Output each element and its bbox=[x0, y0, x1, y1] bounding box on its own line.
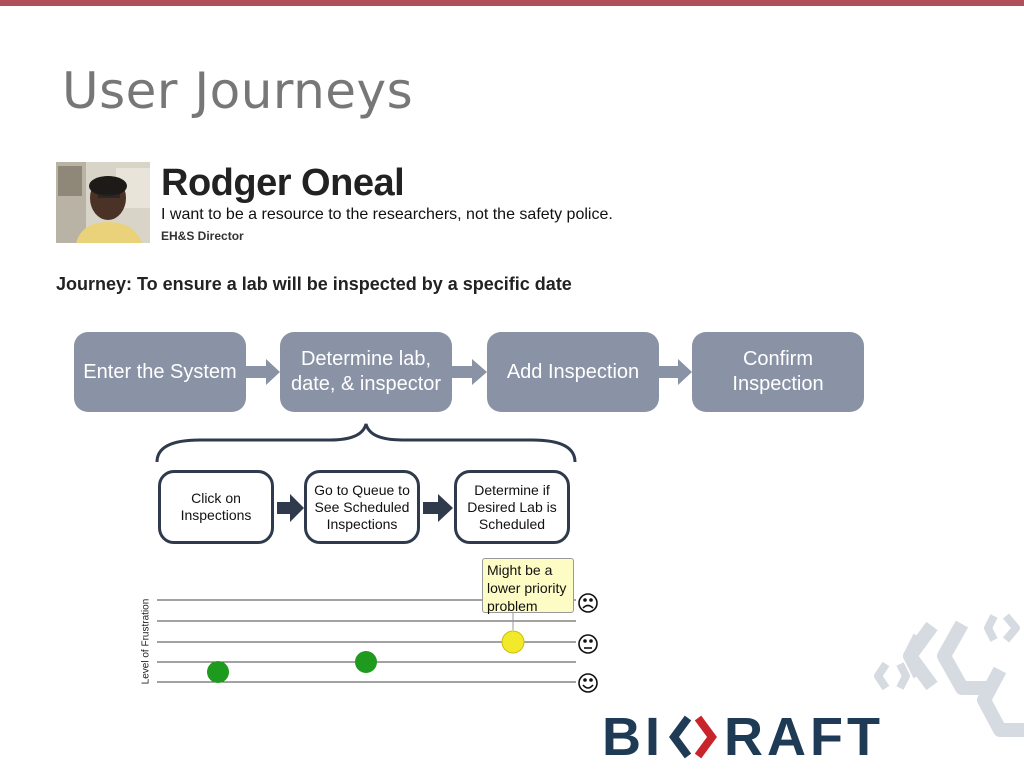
persona-quote: I want to be a resource to the researche… bbox=[161, 206, 613, 223]
persona-photo bbox=[56, 162, 150, 243]
journey-title: Journey: To ensure a lab will be inspect… bbox=[56, 274, 572, 294]
slide-title: User Journeys bbox=[62, 62, 414, 120]
stage-determine-lab: Determine lab, date, & inspector bbox=[280, 332, 452, 412]
persona-portrait-image bbox=[56, 162, 150, 243]
arrow-right-icon bbox=[277, 494, 304, 522]
stage-label: Determine lab, date, & inspector bbox=[290, 348, 442, 395]
neutral-face-icon bbox=[578, 634, 598, 654]
sub-step-click-inspections: Click on Inspections bbox=[158, 470, 274, 544]
arrow-right-icon bbox=[423, 494, 453, 522]
logo-bracket-icon bbox=[669, 715, 717, 759]
sad-face-icon bbox=[578, 593, 598, 613]
grouping-brace bbox=[155, 423, 577, 463]
stage-add-inspection: Add Inspection bbox=[487, 332, 659, 412]
sub-step-go-to-queue: Go to Queue to See Scheduled Inspections bbox=[304, 470, 420, 544]
frustration-point bbox=[207, 661, 229, 683]
background-hex-decoration bbox=[874, 613, 1024, 737]
stage-enter-system: Enter the System bbox=[74, 332, 246, 412]
arrow-right-icon bbox=[659, 359, 692, 385]
arrow-right-icon bbox=[452, 359, 487, 385]
stage-label: Enter the System bbox=[83, 360, 237, 383]
stage-label: Confirm Inspection bbox=[732, 348, 824, 395]
stage-label: Add Inspection bbox=[506, 360, 640, 383]
stage-confirm-inspection: Confirm Inspection bbox=[692, 332, 864, 412]
happy-face-icon bbox=[578, 673, 598, 693]
sub-step-label: Go to Queue to See Scheduled Inspections bbox=[314, 481, 410, 532]
persona-role: EH&S Director bbox=[161, 229, 244, 243]
persona-name: Rodger Oneal bbox=[161, 162, 405, 204]
top-accent-bar bbox=[0, 0, 1024, 6]
frustration-point bbox=[501, 630, 525, 654]
sub-step-label: Click on Inspections bbox=[180, 490, 252, 523]
frustration-point bbox=[355, 651, 377, 673]
sub-step-determine-scheduled: Determine if Desired Lab is Scheduled bbox=[454, 470, 570, 544]
frustration-callout: Might be a lower priority problem bbox=[482, 558, 574, 614]
sub-step-label: Determine if Desired Lab is Scheduled bbox=[467, 481, 557, 532]
logo-text-right: RAFT bbox=[724, 707, 884, 767]
sub-step-arrows bbox=[277, 494, 453, 522]
biocraft-logo: BI RAFT bbox=[602, 705, 884, 769]
logo-text-left: BI bbox=[602, 707, 664, 767]
arrow-right-icon bbox=[246, 359, 280, 385]
stage-arrows bbox=[246, 359, 692, 385]
frustration-axis-label: Level of Frustration bbox=[140, 598, 152, 685]
